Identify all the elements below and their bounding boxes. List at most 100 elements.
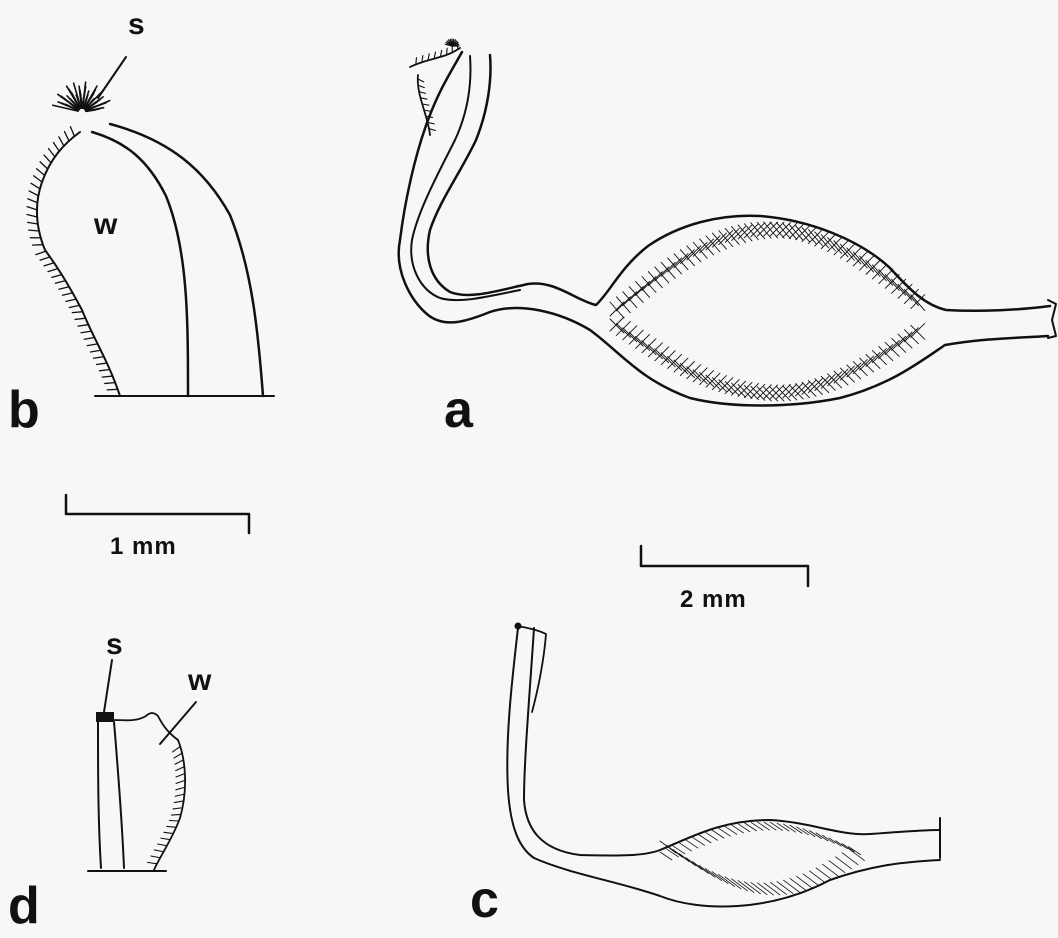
drawing-stroke — [69, 305, 79, 307]
drawing-stroke — [27, 215, 37, 217]
drawing-stroke — [842, 844, 854, 852]
panel-d-style-left — [98, 722, 101, 868]
drawing-stroke — [616, 323, 630, 337]
drawing-stroke — [636, 336, 650, 350]
drawing-stroke — [82, 98, 83, 108]
drawing-stroke — [706, 832, 718, 840]
drawing-stroke — [849, 849, 865, 861]
drawing-stroke — [44, 155, 51, 163]
drawing-stroke — [802, 382, 816, 396]
drawing-stroke — [27, 207, 37, 210]
drawing-stroke — [693, 862, 709, 874]
drawing-stroke — [860, 356, 874, 370]
drawing-stroke — [757, 385, 771, 399]
panel-b-label-w: w — [94, 210, 117, 240]
drawing-stroke — [623, 328, 637, 342]
drawing-stroke — [44, 263, 54, 266]
drawing-stroke — [810, 831, 822, 839]
panel-d-label-s: s — [106, 630, 123, 660]
drawing-stroke — [416, 58, 417, 65]
drawing-stroke — [72, 312, 82, 313]
panel-a-wing-margin — [410, 48, 460, 135]
drawing-stroke — [36, 251, 46, 254]
panel-d-s-pointer — [104, 660, 112, 712]
drawing-stroke — [176, 780, 185, 783]
panel-d-letter: d — [8, 880, 40, 932]
drawing-stroke — [840, 366, 854, 380]
drawing-stroke — [790, 878, 806, 890]
drawing-stroke — [148, 862, 157, 863]
drawing-stroke — [829, 838, 841, 846]
scale-bar-small-label: 1 mm — [110, 535, 177, 559]
drawing-stroke — [700, 373, 714, 387]
drawing-stroke — [776, 387, 790, 401]
drawing-stroke — [789, 385, 803, 399]
drawing-stroke — [853, 360, 867, 374]
drawing-stroke — [719, 378, 733, 392]
drawing-stroke — [62, 293, 72, 295]
drawing-stroke — [53, 142, 59, 151]
drawing-stroke — [642, 341, 656, 355]
drawing-stroke — [770, 387, 784, 401]
drawing-stroke — [610, 319, 624, 333]
drawing-stroke — [911, 325, 925, 339]
drawing-stroke — [28, 199, 38, 203]
drawing-stroke — [75, 318, 85, 319]
drawing-stroke — [771, 822, 783, 830]
drawing-stroke — [823, 835, 835, 843]
drawing-stroke — [175, 794, 184, 796]
drawing-stroke — [28, 222, 38, 224]
drawing-stroke — [167, 826, 176, 827]
drawing-stroke — [164, 832, 173, 833]
panel-b-label-s: s — [128, 10, 145, 40]
drawing-stroke — [815, 379, 829, 393]
drawing-stroke — [836, 841, 848, 849]
panel-d-w-pointer — [160, 702, 196, 744]
drawing-stroke — [48, 149, 54, 157]
drawing-stroke — [764, 822, 776, 830]
drawing-stroke — [758, 822, 770, 830]
drawing-stroke — [151, 856, 160, 858]
drawing-stroke — [40, 257, 50, 260]
panel-a-outline-lower — [399, 52, 1048, 406]
drawing-stroke — [687, 367, 701, 381]
drawing-stroke — [738, 881, 754, 893]
drawing-stroke — [81, 331, 91, 333]
drawing-stroke — [660, 841, 676, 853]
drawing-stroke — [661, 353, 675, 367]
drawing-stroke — [866, 352, 880, 366]
panel-d-wing-top — [114, 713, 178, 740]
drawing-stroke — [699, 835, 711, 843]
drawing-stroke — [808, 381, 822, 395]
drawing-stroke — [816, 833, 828, 841]
panel-d-label-w: w — [188, 666, 211, 696]
drawing-stroke — [732, 381, 746, 395]
drawing-stroke — [55, 281, 65, 284]
drawing-stroke — [171, 814, 180, 815]
drawing-stroke — [744, 384, 758, 398]
drawing-stroke — [673, 846, 685, 854]
panel-a-drawing — [399, 39, 1056, 406]
drawing-stroke — [879, 345, 893, 359]
drawing-stroke — [94, 357, 104, 359]
drawing-stroke — [34, 176, 42, 182]
drawing-stroke — [699, 865, 715, 877]
drawing-stroke — [668, 356, 682, 370]
drawing-stroke — [872, 349, 886, 363]
drawing-stroke — [161, 838, 170, 840]
drawing-stroke — [176, 767, 185, 771]
drawing-stroke — [674, 360, 688, 374]
drawing-stroke — [751, 822, 763, 830]
drawing-stroke — [66, 299, 76, 301]
drawing-stroke — [59, 137, 64, 146]
drawing-stroke — [821, 376, 835, 390]
drawing-stroke — [885, 340, 899, 354]
drawing-stroke — [706, 375, 720, 389]
drawing-stroke — [40, 162, 48, 169]
drawing-stroke — [686, 840, 698, 848]
drawing-stroke — [693, 370, 707, 384]
drawing-stroke — [680, 843, 692, 851]
drawing-stroke — [680, 364, 694, 378]
drawing-stroke — [175, 760, 183, 764]
